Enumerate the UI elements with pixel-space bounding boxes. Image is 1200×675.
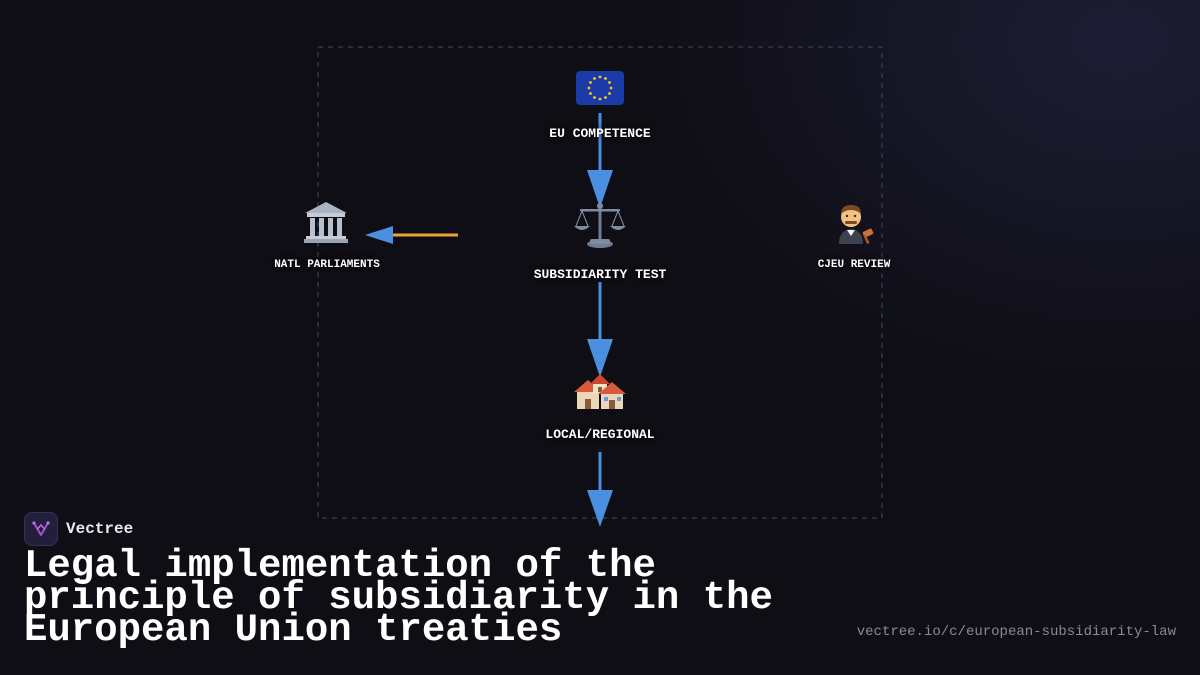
node-label-natl-parliaments: NATL PARLIAMENTS [274, 259, 380, 271]
brand-name: Vectree [66, 520, 134, 538]
arrowhead-local-down [587, 490, 613, 527]
brand: Vectree [24, 512, 133, 546]
vectree-logo-icon [24, 512, 58, 546]
judge-icon [826, 200, 878, 246]
source-url[interactable]: vectree.io/c/european-subsidiarity-law [856, 624, 1176, 640]
arrowhead-test-to-parliaments [365, 226, 393, 244]
diagram-frame [317, 46, 883, 519]
parliament-building-icon [302, 200, 350, 246]
page-title: Legal implementation of the principle of… [24, 544, 773, 652]
arrowhead-eu-to-test [587, 170, 613, 208]
eu-flag-icon [570, 66, 630, 112]
arrowhead-test-to-local [587, 339, 613, 377]
node-label-eu-competence: EU COMPETENCE [549, 126, 651, 141]
scales-icon [570, 200, 630, 250]
houses-icon [572, 372, 628, 412]
node-label-subsidiarity-test: SUBSIDIARITY TEST [533, 267, 667, 282]
node-label-cjeu-review: CJEU REVIEW [817, 259, 891, 271]
node-label-local-regional: LOCAL/REGIONAL [545, 427, 655, 442]
